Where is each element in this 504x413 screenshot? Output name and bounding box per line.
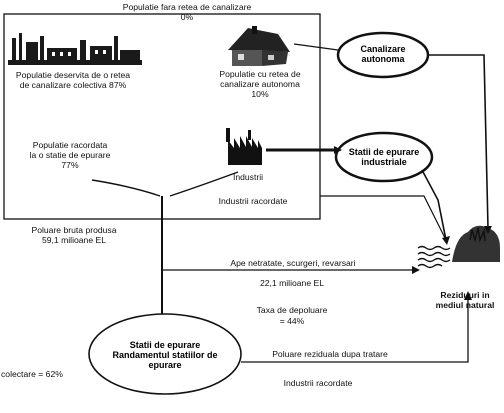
autonomous-sewer-line2: autonoma bbox=[361, 54, 405, 64]
collection-rate-label: colectare = 62% bbox=[1, 369, 63, 379]
autonomous-population-line2: canalizare autonoma bbox=[220, 79, 300, 89]
nature-icon bbox=[417, 225, 500, 269]
industry-connected-label: Industrii racordate bbox=[218, 196, 288, 206]
connected-population-line2: la o statie de epurare bbox=[29, 150, 111, 160]
autonomous-population-line3: 10% bbox=[251, 89, 269, 99]
sewered-population-line1: Populatie deservita de o retea bbox=[15, 70, 131, 80]
autonomous-sewer-line1: Canalizare bbox=[360, 44, 405, 54]
natural-environment-line1: Reziduuri in bbox=[440, 290, 490, 300]
residual-pollution-label: Poluare reziduala dupa tratare bbox=[272, 349, 388, 359]
top-label-line2: 0% bbox=[180, 12, 194, 22]
arrowheads bbox=[334, 146, 492, 300]
connected-population-line3: 77% bbox=[61, 160, 79, 170]
natural-environment-line2: mediul natural bbox=[435, 300, 495, 310]
gross-pollution-line1: Poluare bruta produsa bbox=[31, 225, 117, 235]
sewered-population-line2: de canalizare colectiva 87% bbox=[19, 80, 127, 90]
house-icon bbox=[228, 26, 290, 66]
industry-label: Industrii bbox=[232, 172, 264, 182]
discharge-tax-line2: = 44% bbox=[279, 316, 305, 326]
factory-icon bbox=[8, 33, 142, 65]
gross-pollution-line2: 59,1 milioane EL bbox=[41, 235, 107, 245]
industrial-plants-line1: Statii de epurare bbox=[349, 147, 420, 157]
industry-connected-bottom-label: Industrii racordate bbox=[283, 378, 353, 388]
treatment-plants-line1: Statii de epurare bbox=[130, 340, 201, 350]
industrial-plants-node bbox=[334, 131, 434, 183]
industrial-plants-line2: industriale bbox=[361, 157, 407, 167]
untreated-water-value: 22,1 milioane EL bbox=[259, 278, 325, 288]
treatment-plants-line2: Randamentul statiilor de bbox=[112, 350, 217, 360]
discharge-tax-line1: Taxa de depoluare bbox=[256, 305, 328, 315]
flow-lines bbox=[91, 43, 489, 363]
industry-icon bbox=[226, 128, 262, 165]
treatment-plants-node bbox=[88, 313, 242, 395]
top-label-line1: Populatie fara retea de canalizare bbox=[122, 2, 252, 12]
autonomous-population-line1: Populatie cu retea de bbox=[219, 69, 301, 79]
treatment-plants-line3: epurare bbox=[148, 360, 181, 370]
connected-population-line1: Populatie racordata bbox=[32, 140, 108, 150]
untreated-water-label: Ape netratate, scurgeri, revarsari bbox=[230, 258, 356, 268]
